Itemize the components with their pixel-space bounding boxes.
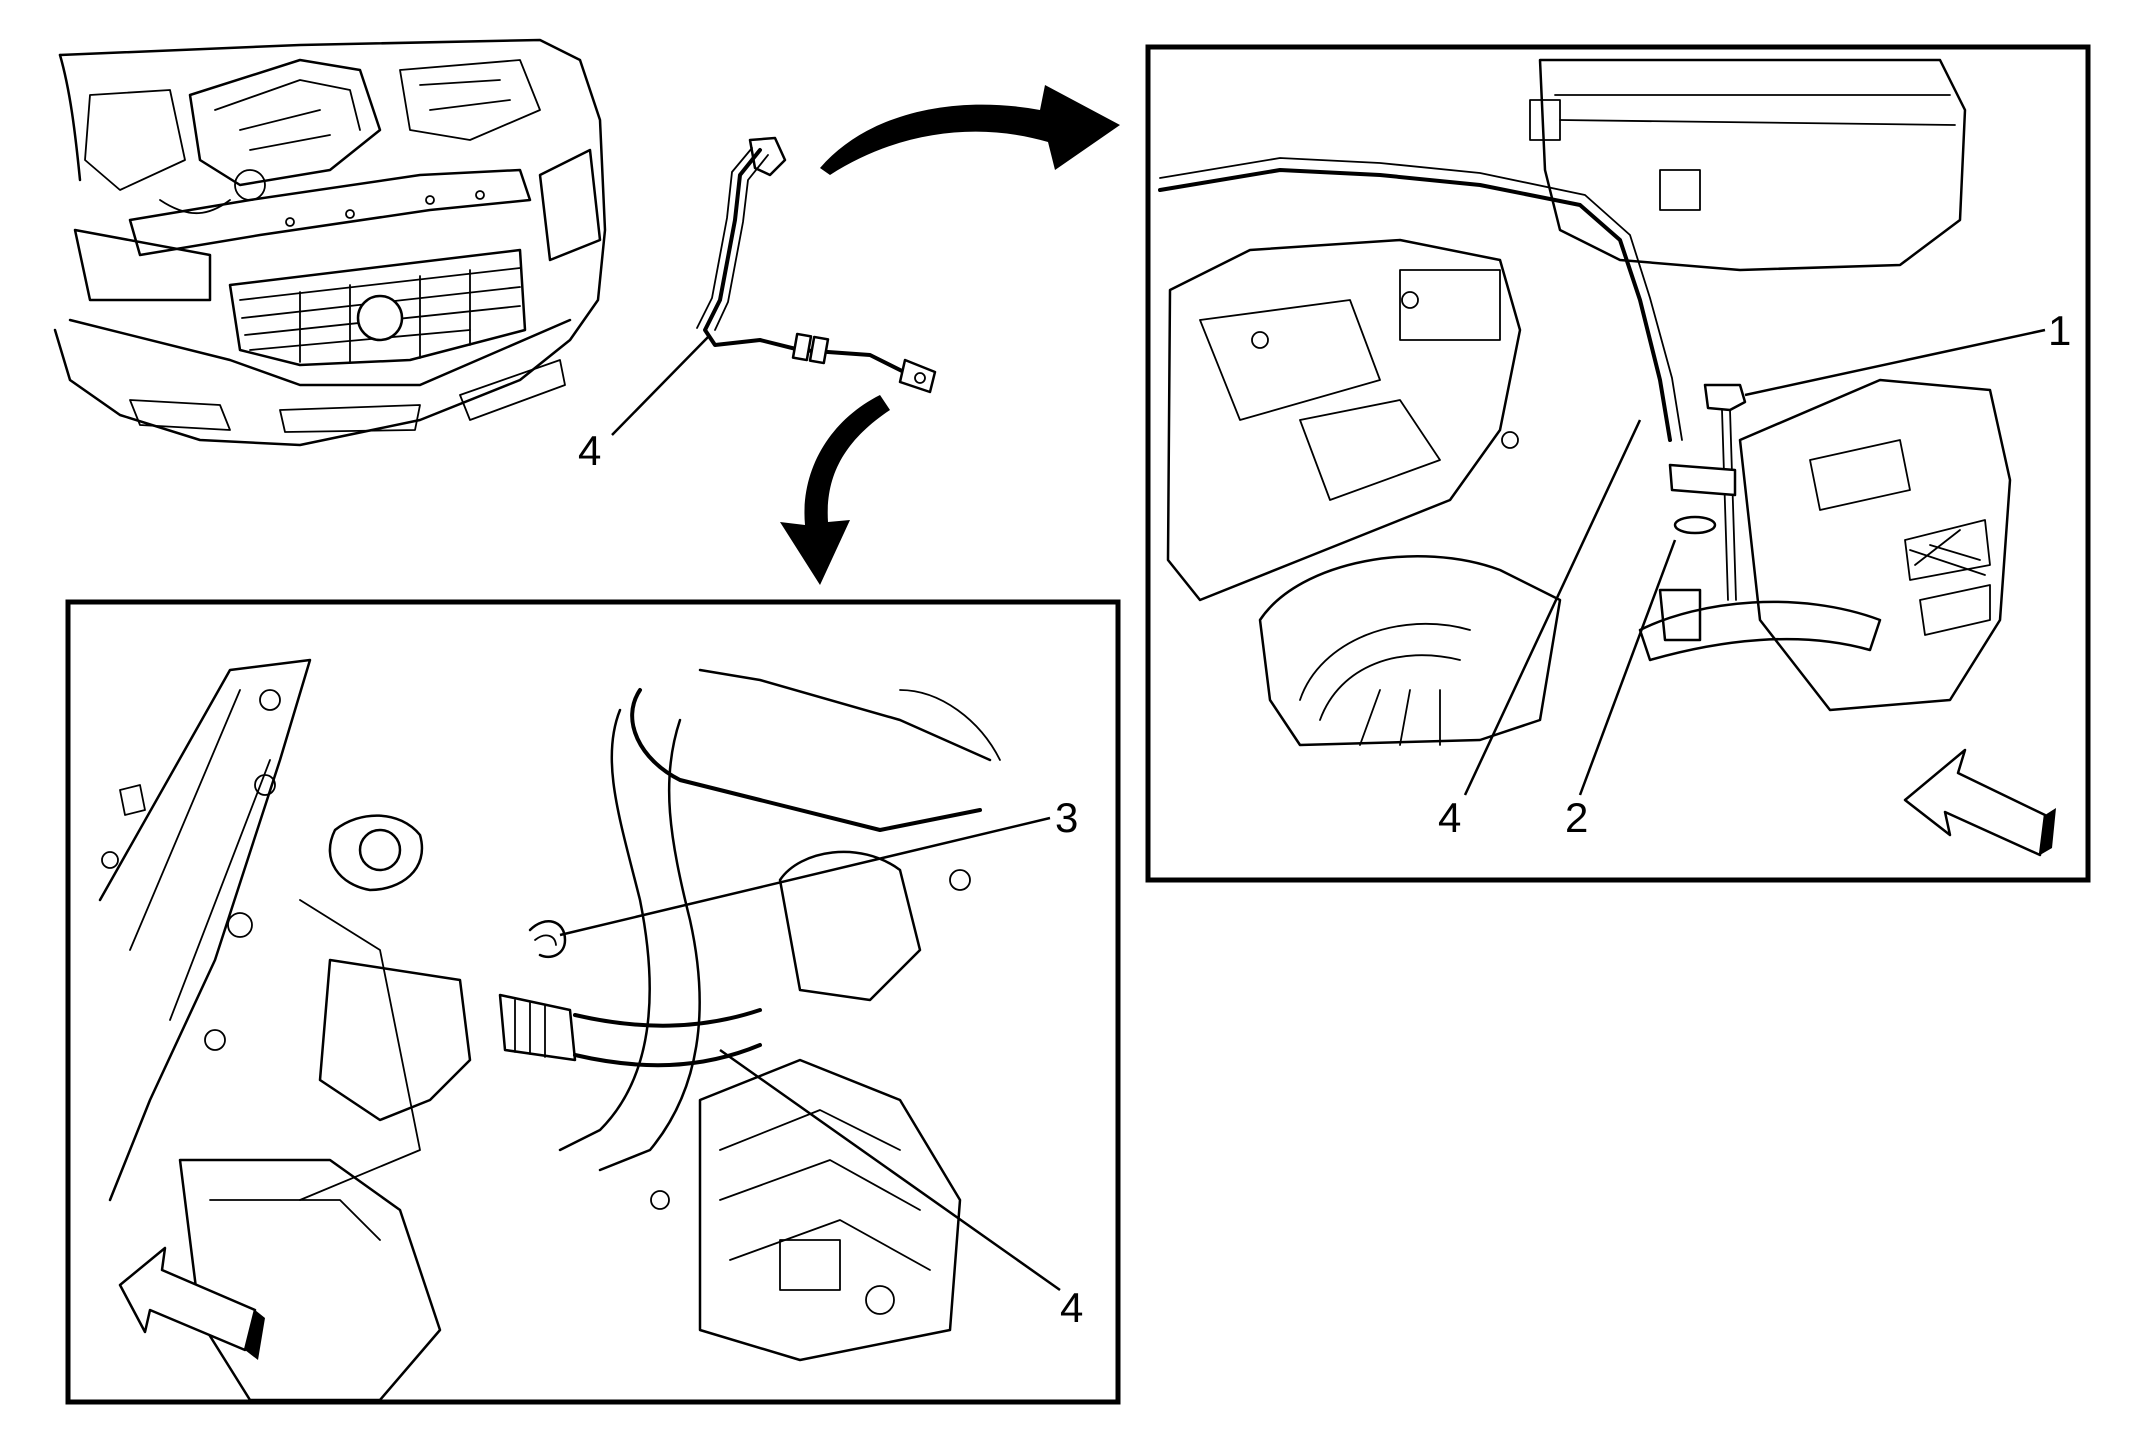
callout-overview-hose: 4 [578,427,601,474]
front-arrow-icon [1903,748,2056,857]
detail-panel-left: 3 4 [65,599,1121,1405]
curved-arrow-icon [780,395,890,585]
curved-arrow-icon [820,85,1120,175]
front-arrow-icon [118,1246,265,1360]
callout-right-bracket: 2 [1565,794,1588,841]
coolant-hose-part: 4 [578,136,937,474]
callout-left-clip: 3 [1055,794,1078,841]
callout-right-bolt: 1 [2048,307,2071,354]
vehicle-front-overview [53,38,607,447]
callout-right-hose: 4 [1438,794,1461,841]
detail-panel-right: 1 2 4 [1145,44,2091,883]
callout-left-hose: 4 [1060,1284,1083,1331]
